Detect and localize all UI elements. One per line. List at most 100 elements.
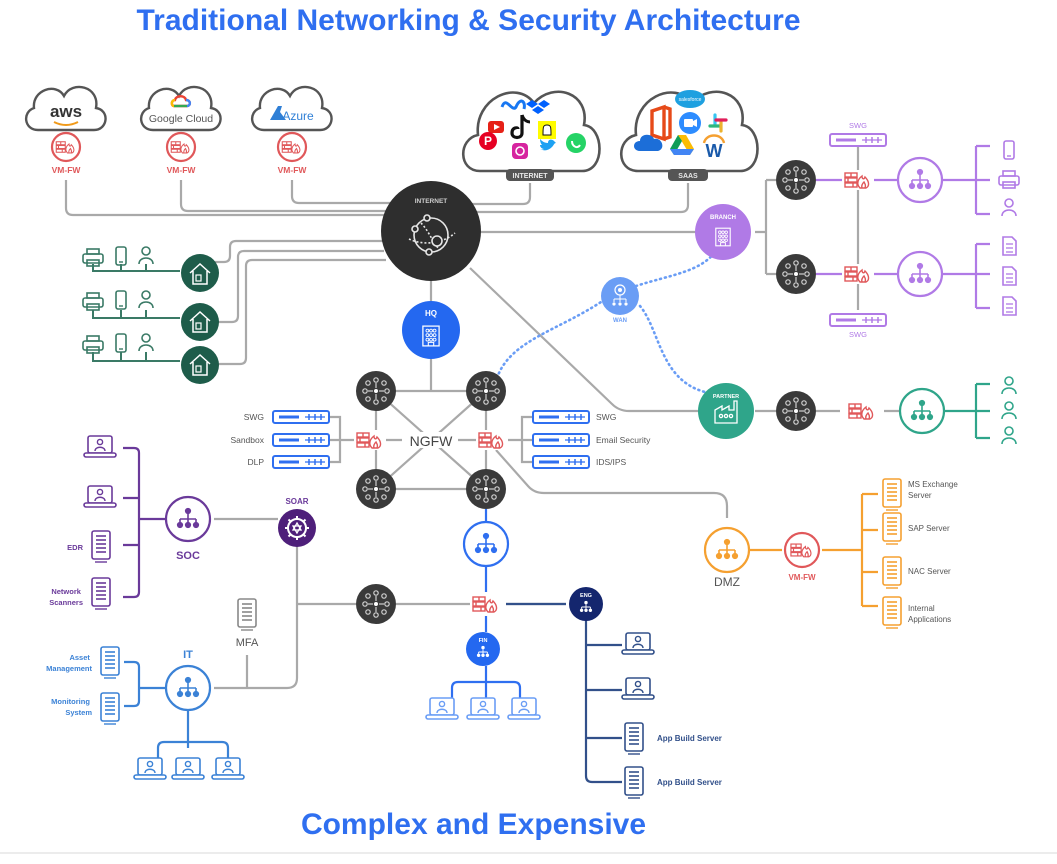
ngfw-left[interactable]	[354, 430, 386, 450]
core-router-tr[interactable]	[465, 370, 507, 412]
user-icon	[138, 333, 154, 352]
core-router-br[interactable]	[465, 468, 507, 510]
branch-lan-1[interactable]	[896, 156, 944, 204]
laptop-icon[interactable]	[621, 632, 655, 655]
internal-firewall[interactable]	[470, 594, 502, 614]
laptop-icon[interactable]	[507, 697, 541, 720]
branch-swg-top[interactable]	[828, 132, 888, 148]
server-label: App Build Server	[657, 778, 722, 787]
azure-logo: Azure	[282, 109, 314, 123]
mfa-server[interactable]	[237, 598, 257, 631]
server-label-line: Asset	[69, 653, 90, 662]
internal-router[interactable]	[355, 583, 397, 625]
vm-firewall-aws[interactable]: VM-FW	[50, 131, 82, 175]
monitoring-system-server[interactable]	[100, 692, 120, 725]
salesforce-icon	[675, 90, 705, 108]
home-office-1[interactable]	[82, 246, 219, 292]
branch-router-2[interactable]	[775, 253, 817, 295]
gear-icon	[285, 516, 309, 540]
laptop-icon[interactable]	[83, 485, 117, 508]
saas-label: SAAS	[678, 173, 698, 180]
home-office-2[interactable]	[82, 290, 219, 341]
partner-node[interactable]: PARTNER	[698, 383, 754, 439]
fin-node[interactable]: FIN	[466, 632, 500, 666]
it-links	[124, 660, 230, 760]
appliance-swg-right[interactable]	[531, 409, 591, 425]
internet-apps-cloud[interactable]: P INTERNET	[462, 90, 601, 181]
dmz-servers	[882, 478, 902, 629]
wan-links	[495, 250, 717, 394]
dmz-node[interactable]	[703, 526, 751, 574]
vm-firewall-google[interactable]: VM-FW	[165, 131, 197, 175]
soc-node[interactable]	[164, 495, 212, 543]
server-label: NAC Server	[908, 567, 951, 576]
vm-firewall-azure[interactable]: VM-FW	[276, 131, 308, 175]
server-internal-apps[interactable]	[882, 596, 902, 629]
server-ms-exchange[interactable]	[882, 478, 902, 511]
core-router-tl[interactable]	[355, 370, 397, 412]
phone-icon	[115, 290, 127, 310]
partner-router[interactable]	[775, 390, 817, 432]
hq-label: HQ	[425, 309, 437, 318]
saas-cloud[interactable]: salesforce W SAAS	[620, 90, 759, 181]
branch-links	[816, 144, 990, 310]
appliance-dlp[interactable]	[271, 454, 331, 470]
branch-firewall-1[interactable]	[842, 170, 874, 190]
eng-endpoints	[621, 632, 655, 799]
diagram-subtitle: Complex and Expensive	[300, 808, 647, 841]
diagram-title: Traditional Networking & Security Archit…	[136, 4, 801, 37]
network-scanners-server[interactable]	[91, 577, 111, 610]
public-cloud-azure[interactable]: Azure	[250, 85, 333, 132]
dropbox-icon	[526, 100, 550, 114]
user-icon	[1001, 198, 1017, 217]
eng-node[interactable]: ENG	[569, 587, 603, 621]
core-router-bl[interactable]	[355, 468, 397, 510]
laptop-icon[interactable]	[466, 697, 500, 720]
partner-firewall[interactable]	[846, 401, 878, 421]
mfa-label: MFA	[236, 637, 259, 649]
laptop-icon[interactable]	[171, 757, 205, 780]
dmz-vm-firewall[interactable]	[783, 531, 821, 569]
office-icon	[650, 104, 672, 142]
ngfw-right[interactable]	[476, 430, 508, 450]
branch-devices	[998, 140, 1020, 316]
appliance-email-security[interactable]	[531, 432, 591, 448]
phone-icon	[1003, 140, 1015, 160]
wan-node[interactable]: WAN	[601, 277, 639, 324]
public-cloud-aws[interactable]: aws	[24, 85, 107, 132]
app-build-server-1[interactable]	[624, 722, 644, 755]
app-build-server-2[interactable]	[624, 766, 644, 799]
laptop-icon[interactable]	[425, 697, 459, 720]
bottom-divider	[0, 852, 1057, 854]
branch-swg-bottom[interactable]	[828, 312, 888, 328]
edr-server[interactable]	[91, 530, 111, 563]
partner-links	[944, 382, 990, 440]
server-label: SAP Server	[908, 524, 950, 533]
it-node[interactable]	[164, 664, 212, 712]
appliance-sandbox[interactable]	[271, 432, 331, 448]
server-sap[interactable]	[882, 512, 902, 545]
internal-lan-node[interactable]	[462, 520, 510, 568]
branch-router-1[interactable]	[775, 159, 817, 201]
wan-link-partner	[638, 304, 707, 394]
laptop-icon[interactable]	[83, 435, 117, 458]
laptop-icon[interactable]	[621, 677, 655, 700]
public-cloud-google[interactable]: Google Cloud	[139, 85, 222, 132]
link-soar-it	[214, 540, 299, 690]
appliance-swg-left[interactable]	[271, 409, 331, 425]
appliance-ids-ips[interactable]	[531, 454, 591, 470]
laptop-icon[interactable]	[133, 757, 167, 780]
branch-lan-2[interactable]	[896, 250, 944, 298]
asset-management-server[interactable]	[100, 646, 120, 679]
branch-node[interactable]: BRANCH	[695, 204, 751, 260]
internet-hub[interactable]: INTERNET	[381, 181, 481, 281]
partner-label: PARTNER	[713, 394, 739, 400]
server-nac[interactable]	[882, 556, 902, 589]
ngfw-label: NGFW	[410, 433, 454, 449]
partner-lan[interactable]	[898, 387, 946, 435]
soar-node[interactable]	[278, 509, 316, 547]
branch-firewall-2[interactable]	[842, 264, 874, 284]
laptop-icon[interactable]	[211, 757, 245, 780]
hq-node[interactable]: HQ	[402, 301, 460, 359]
home-office-3[interactable]	[82, 333, 219, 384]
